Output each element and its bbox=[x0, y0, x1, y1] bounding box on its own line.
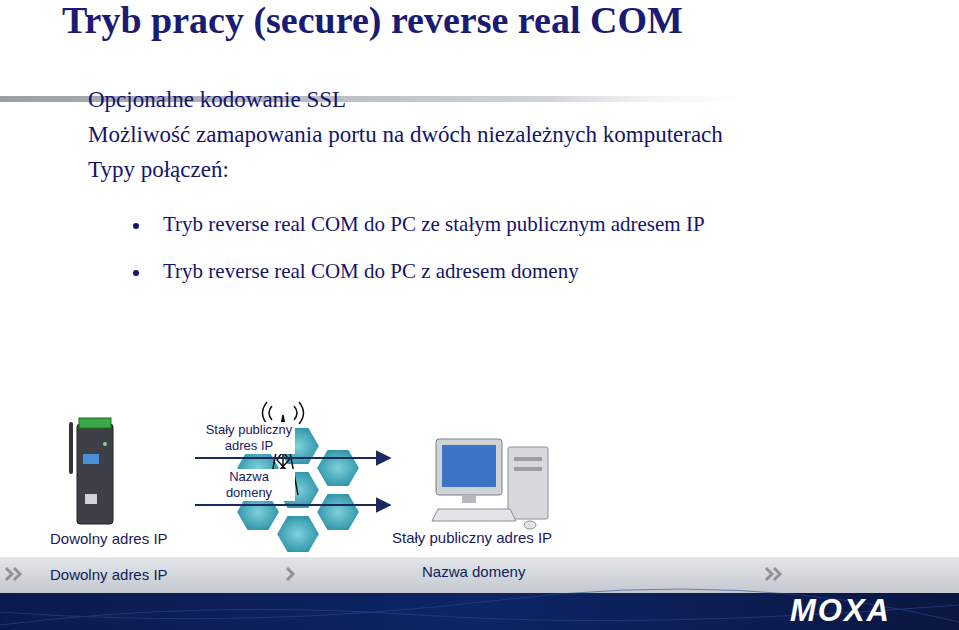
footer-bar bbox=[0, 593, 959, 630]
connector-arrow bbox=[195, 457, 390, 459]
hex-cell bbox=[276, 515, 320, 553]
serial-device-icon bbox=[65, 414, 125, 529]
edge-label: Stały publiczny adres IP bbox=[203, 422, 295, 454]
edge-label: Nazwa domeny bbox=[203, 469, 295, 501]
connector-arrow bbox=[195, 504, 390, 506]
bullet-dot bbox=[133, 270, 139, 276]
body-text: Dowolny adres IP bbox=[50, 566, 168, 583]
pc-icon bbox=[426, 437, 556, 532]
bullet-text: Tryb reverse real COM do PC z adresem do… bbox=[163, 259, 579, 284]
body-text: Możliwość zamapowania portu na dwóch nie… bbox=[88, 122, 723, 148]
hex-cell bbox=[316, 493, 360, 531]
device-node: Dowolny adres IP bbox=[45, 412, 195, 552]
body-text: Opcjonalne kodowanie SSL bbox=[88, 87, 346, 113]
brand-logo: MOXA bbox=[790, 593, 891, 629]
node-caption: Dowolny adres IP bbox=[50, 530, 168, 547]
node-caption: Stały publiczny adres IP bbox=[392, 529, 552, 546]
slide-title: Tryb pracy (secure) reverse real COM bbox=[62, 0, 683, 42]
bullet-text: Tryb reverse real COM do PC ze stałym pu… bbox=[163, 212, 705, 237]
bullet-dot bbox=[133, 223, 139, 229]
hex-cell bbox=[316, 449, 360, 487]
footer-band bbox=[0, 557, 959, 593]
body-text: Typy połączeń: bbox=[88, 157, 229, 183]
body-text: Nazwa domeny bbox=[422, 563, 525, 580]
pc-node: Stały publiczny adres IP bbox=[390, 433, 580, 551]
